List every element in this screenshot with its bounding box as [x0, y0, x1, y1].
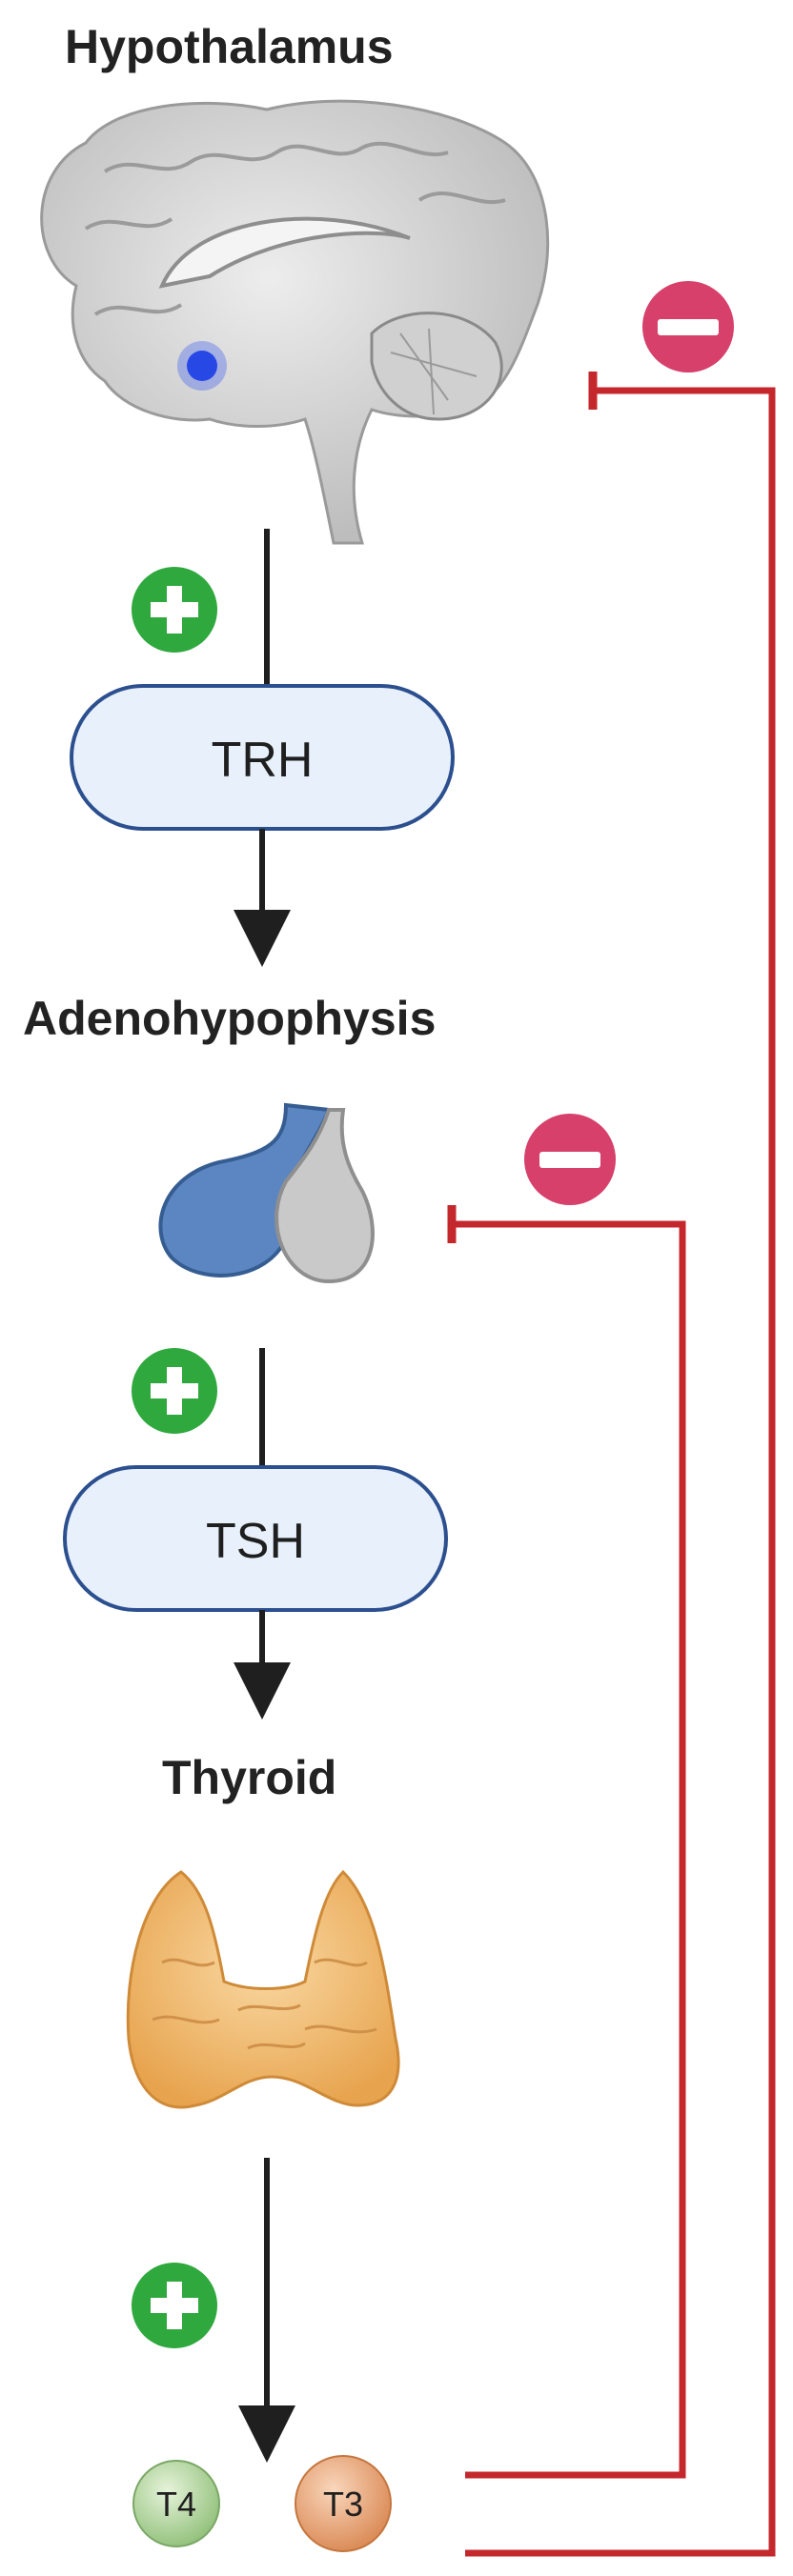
hypothalamus-marker [187, 351, 217, 381]
hypothalamus-title: Hypothalamus [65, 20, 394, 73]
plus-icon [132, 567, 217, 653]
tsh-pill: TSH [63, 1465, 448, 1612]
brain-illustration [40, 99, 550, 545]
plus-icon [132, 2263, 217, 2348]
plus-icon [132, 1348, 217, 1434]
thyroid-title: Thyroid [162, 1751, 337, 1804]
minus-icon [642, 281, 734, 372]
feedback-line-hypothalamus [465, 387, 776, 2557]
t3-label: T3 [323, 2485, 363, 2524]
trh-label: TRH [212, 733, 314, 788]
trh-pill: TRH [70, 684, 455, 831]
pituitary-illustration [158, 1102, 375, 1284]
feedback-line-adenohypophysis [452, 1220, 686, 2479]
t4-label: T4 [156, 2485, 196, 2524]
t4-circle: T4 [132, 2460, 220, 2547]
t3-circle: T3 [295, 2455, 392, 2552]
tsh-label: TSH [206, 1514, 305, 1569]
adenohypophysis-title: Adenohypophysis [23, 992, 437, 1045]
thyroid-illustration [126, 1869, 400, 2109]
minus-icon [524, 1114, 616, 1205]
